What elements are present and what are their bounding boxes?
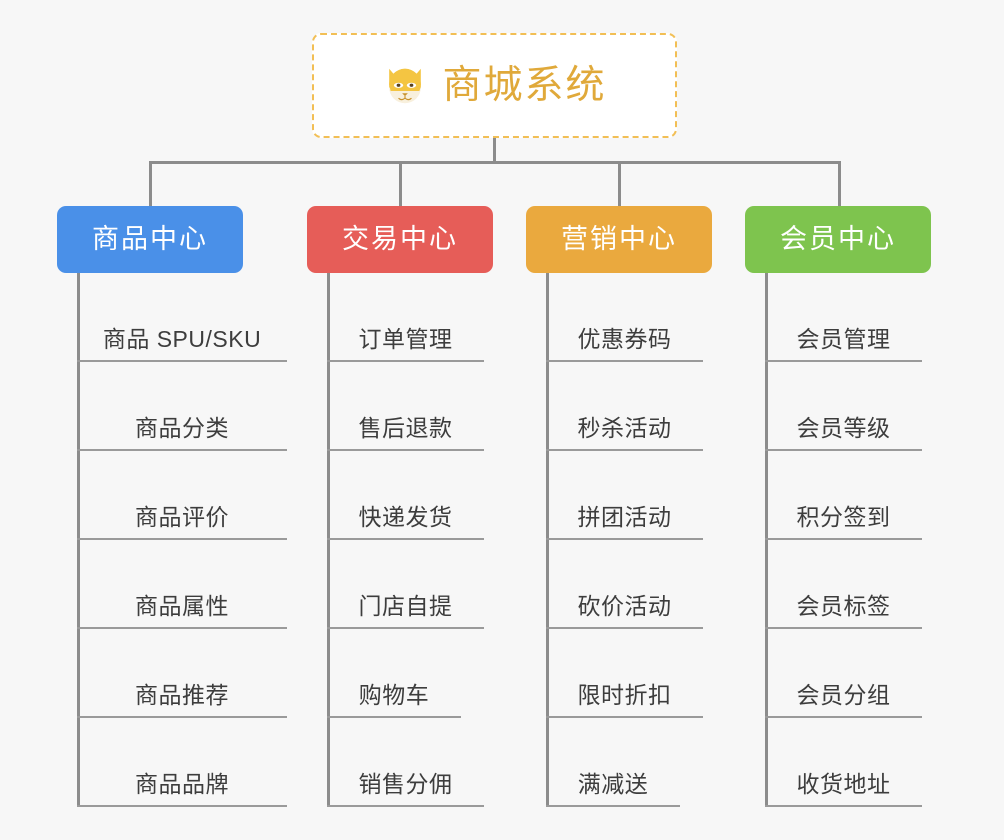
branch-trunk-marketing-center [546,273,549,807]
leaf-label: 售后退款 [358,415,453,441]
leaf-list-trade-center: 订单管理 售后退款 快递发货 门店自提 购物车 销售分佣 [327,273,484,807]
list-item[interactable]: 销售分佣 [327,718,484,807]
leaf-label: 优惠券码 [577,326,672,352]
list-item[interactable]: 会员标签 [765,540,922,629]
leaf-label: 门店自提 [358,593,453,619]
category-label-product-center: 商品中心 [92,224,208,254]
leaf-label: 积分签到 [796,504,891,530]
list-item[interactable]: 积分签到 [765,451,922,540]
list-item[interactable]: 商品分类 [77,362,287,451]
list-item[interactable]: 商品品牌 [77,718,287,807]
list-item[interactable]: 限时折扣 [546,629,703,718]
connector-horizontal-bus [149,161,841,164]
category-box-product-center[interactable]: 商品中心 [57,206,243,273]
leaf-label: 商品推荐 [135,682,229,708]
leaf-list-member-center: 会员管理 会员等级 积分签到 会员标签 会员分组 收货地址 [765,273,922,807]
leaf-list-product-center: 商品 SPU/SKU 商品分类 商品评价 商品属性 商品推荐 商品品牌 [77,273,287,807]
leaf-label: 商品品牌 [135,771,229,797]
branch-trunk-product-center [77,273,80,807]
list-item[interactable]: 秒杀活动 [546,362,703,451]
list-item[interactable]: 商品推荐 [77,629,287,718]
list-item[interactable]: 拼团活动 [546,451,703,540]
list-item[interactable]: 门店自提 [327,540,484,629]
leaf-label: 商品 SPU/SKU [102,326,262,352]
branch-trunk-trade-center [327,273,330,807]
connector-drop-product-center [149,161,152,207]
root-node-title: 商城系统 [442,64,607,107]
leaf-label: 购物车 [358,682,430,708]
connector-drop-member-center [838,161,841,207]
list-item[interactable]: 会员管理 [765,273,922,362]
list-item[interactable]: 会员分组 [765,629,922,718]
connector-root-stem [493,138,496,163]
leaf-label: 满减送 [577,771,649,797]
leaf-label: 限时折扣 [577,682,672,708]
leaf-label: 收货地址 [796,771,891,797]
list-item[interactable]: 购物车 [327,629,461,718]
list-item[interactable]: 售后退款 [327,362,484,451]
list-item[interactable]: 商品评价 [77,451,287,540]
category-box-trade-center[interactable]: 交易中心 [307,206,493,273]
list-item[interactable]: 收货地址 [765,718,922,807]
leaf-label: 会员分组 [796,682,891,708]
shiba-dog-face-icon [382,63,428,109]
leaf-label: 商品分类 [135,415,229,441]
list-item[interactable]: 商品 SPU/SKU [77,273,287,362]
leaf-label: 秒杀活动 [577,415,672,441]
leaf-label: 订单管理 [358,326,453,352]
root-node-shop-system[interactable]: 商城系统 [312,33,677,138]
leaf-label: 商品属性 [135,593,229,619]
category-label-trade-center: 交易中心 [342,224,458,254]
leaf-label: 快递发货 [358,504,453,530]
list-item[interactable]: 会员等级 [765,362,922,451]
list-item[interactable]: 砍价活动 [546,540,703,629]
category-label-marketing-center: 营销中心 [561,224,677,254]
list-item[interactable]: 快递发货 [327,451,484,540]
leaf-label: 砍价活动 [577,593,672,619]
leaf-label: 拼团活动 [577,504,672,530]
category-label-member-center: 会员中心 [780,224,896,254]
leaf-label: 会员标签 [796,593,891,619]
category-box-member-center[interactable]: 会员中心 [745,206,931,273]
list-item[interactable]: 商品属性 [77,540,287,629]
leaf-label: 商品评价 [135,504,229,530]
leaf-label: 销售分佣 [358,771,453,797]
leaf-list-marketing-center: 优惠券码 秒杀活动 拼团活动 砍价活动 限时折扣 满减送 [546,273,703,807]
list-item[interactable]: 优惠券码 [546,273,703,362]
connector-drop-trade-center [399,161,402,207]
list-item[interactable]: 满减送 [546,718,680,807]
category-box-marketing-center[interactable]: 营销中心 [526,206,712,273]
leaf-label: 会员管理 [796,326,891,352]
branch-trunk-member-center [765,273,768,807]
leaf-label: 会员等级 [796,415,891,441]
connector-drop-marketing-center [618,161,621,207]
list-item[interactable]: 订单管理 [327,273,484,362]
